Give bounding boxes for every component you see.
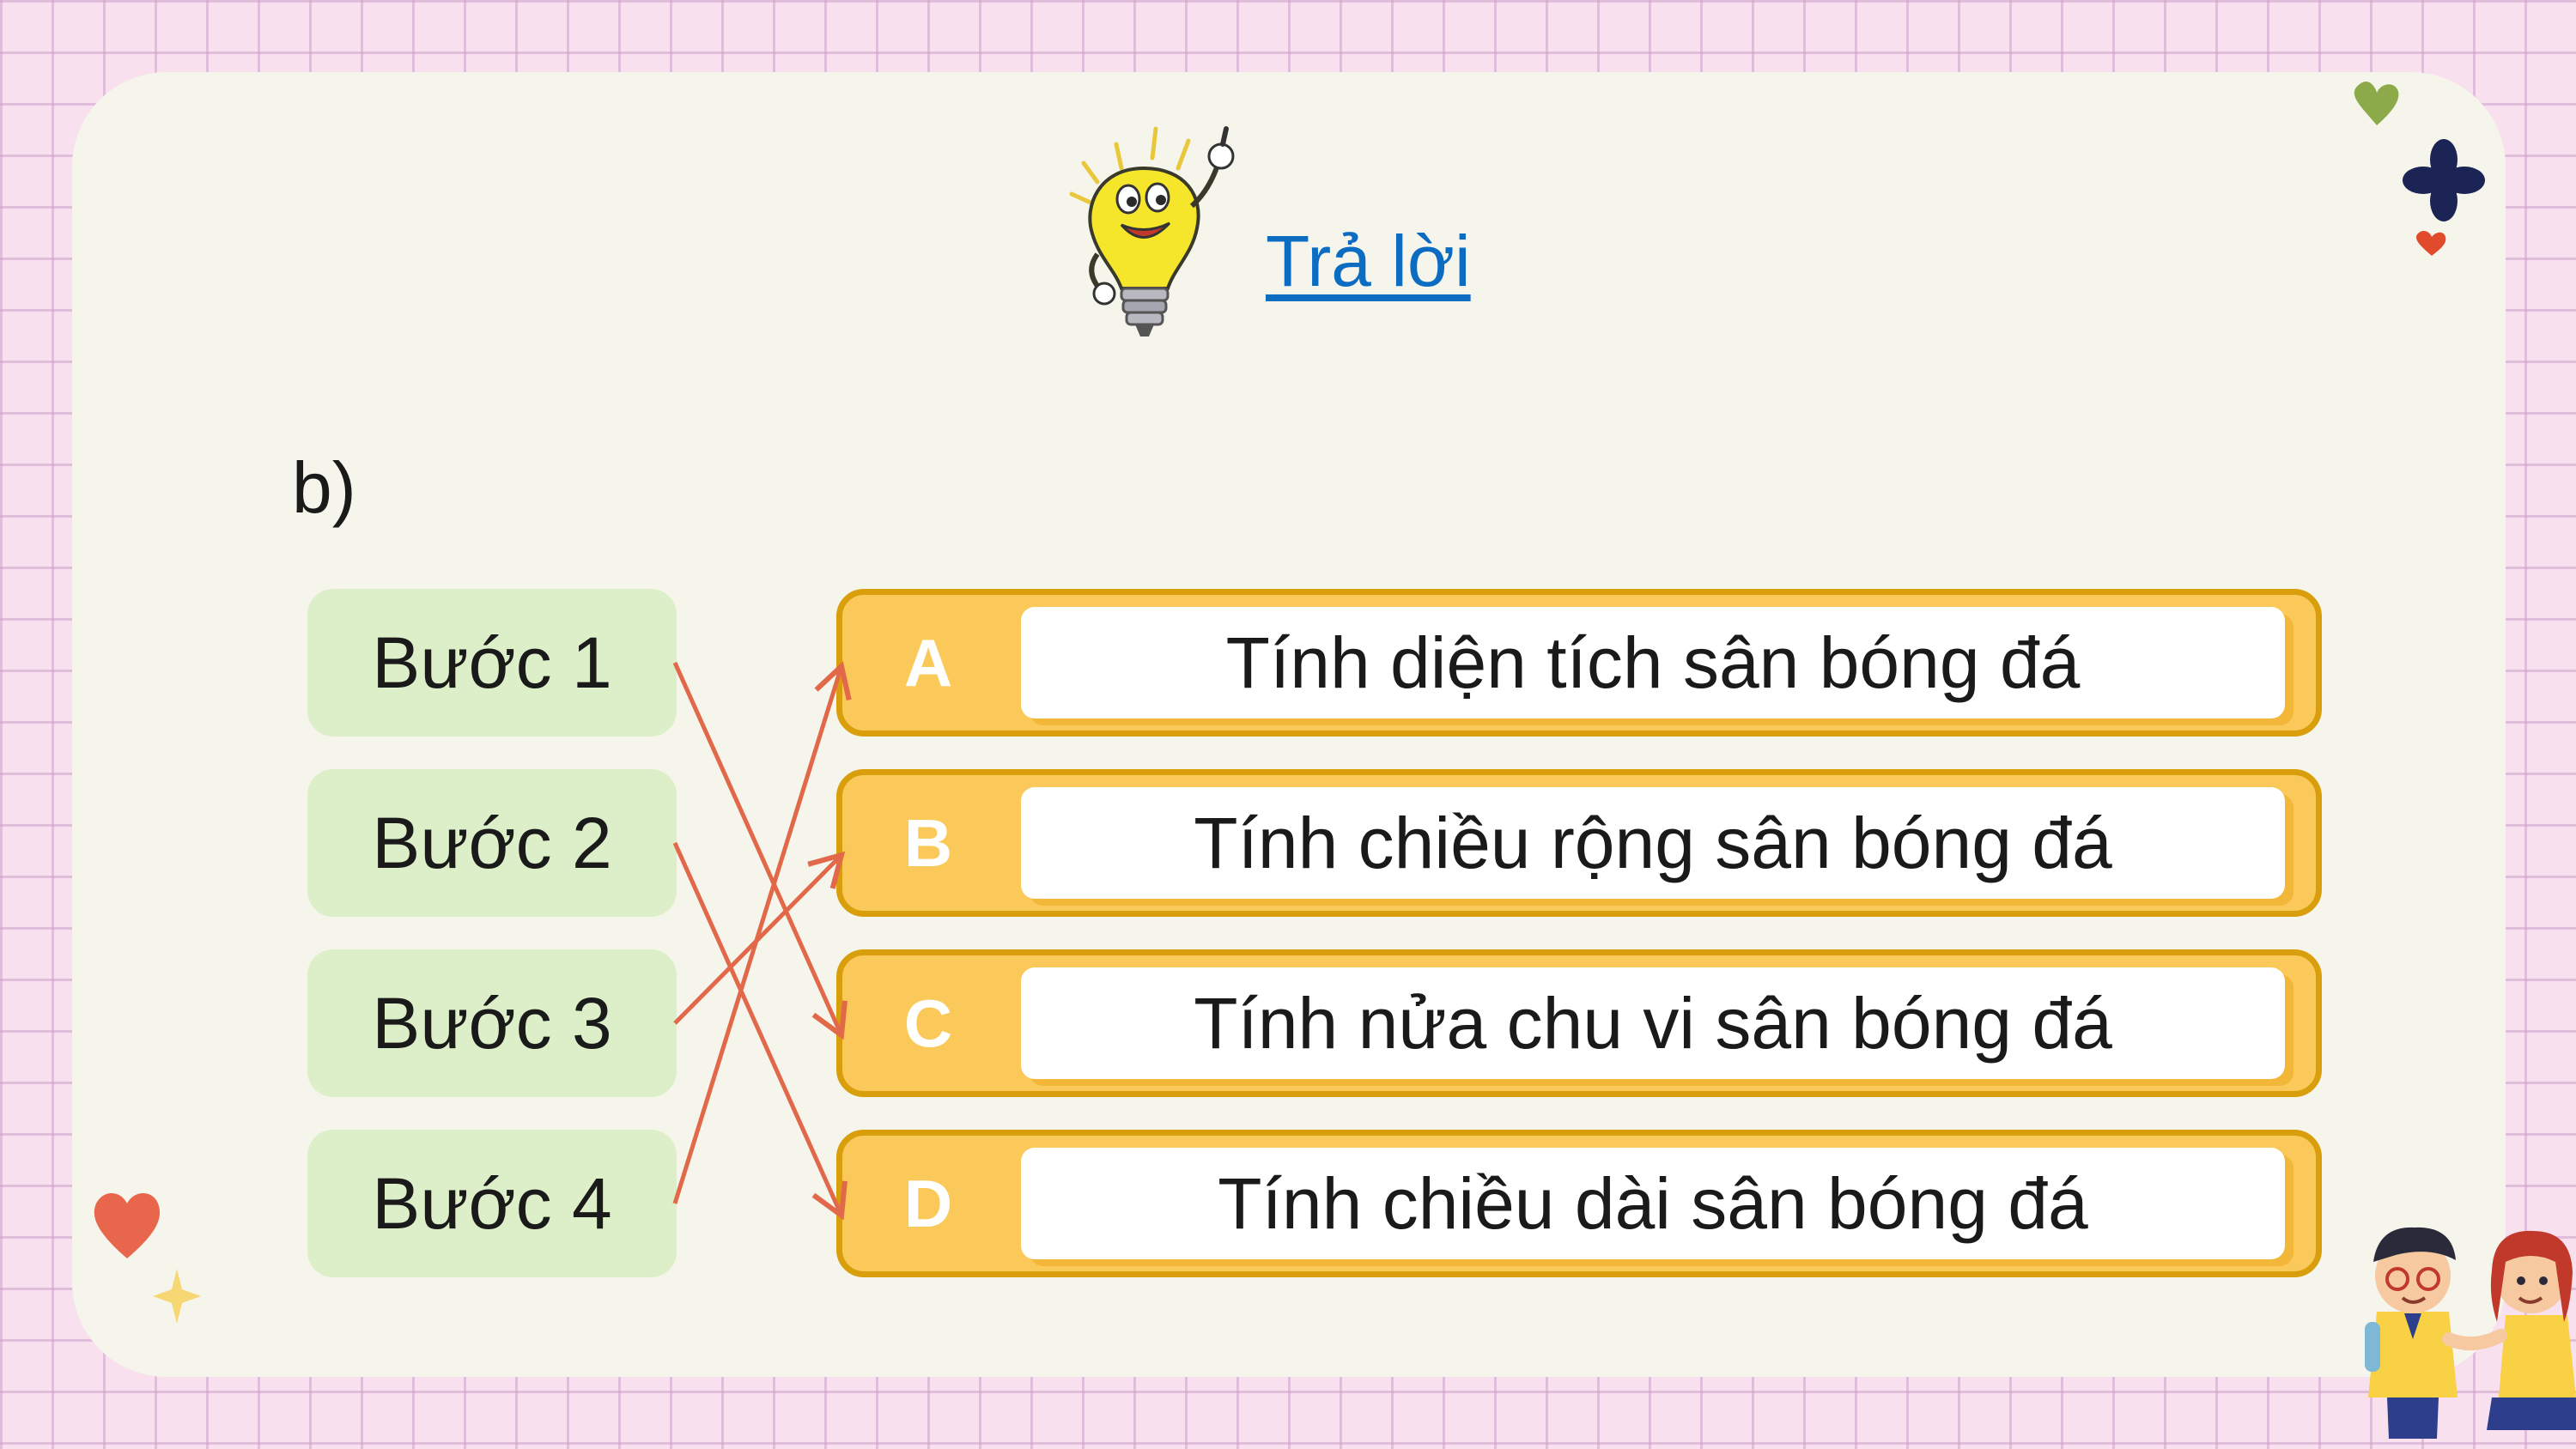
students-icon xyxy=(2365,1227,2576,1439)
leaf-heart-icon xyxy=(2354,82,2399,125)
option-c[interactable]: C Tính nửa chu vi sân bóng đá xyxy=(836,949,2322,1097)
answer-link[interactable]: Trả lời xyxy=(1266,221,1471,301)
step-box-2[interactable]: Bước 2 xyxy=(307,769,677,917)
sparkle-icon xyxy=(153,1269,201,1324)
match-arrow-2 xyxy=(672,841,848,1221)
option-text-c: Tính nửa chu vi sân bóng đá xyxy=(1021,967,2285,1079)
match-arrow-1 xyxy=(672,661,848,1040)
option-b[interactable]: B Tính chiều rộng sân bóng đá xyxy=(836,769,2322,917)
option-text-a: Tính diện tích sân bóng đá xyxy=(1021,607,2285,718)
option-letter-c: C xyxy=(903,985,953,1061)
step-box-1[interactable]: Bước 1 xyxy=(307,589,677,737)
option-d[interactable]: D Tính chiều dài sân bóng đá xyxy=(836,1130,2322,1277)
option-text-d: Tính chiều dài sân bóng đá xyxy=(1021,1148,2285,1259)
step-box-3[interactable]: Bước 3 xyxy=(307,949,677,1097)
match-arrow-4 xyxy=(672,661,852,1204)
lightbulb-mascot-icon xyxy=(1069,126,1235,336)
step-box-4[interactable]: Bước 4 xyxy=(307,1130,677,1277)
flower-icon xyxy=(2403,139,2485,221)
option-text-b: Tính chiều rộng sân bóng đá xyxy=(1021,787,2285,899)
option-letter-d: D xyxy=(903,1165,953,1241)
part-label: b) xyxy=(292,447,356,528)
option-a[interactable]: A Tính diện tích sân bóng đá xyxy=(836,589,2322,737)
option-letter-a: A xyxy=(903,624,953,700)
small-heart-icon xyxy=(2415,231,2446,256)
option-letter-b: B xyxy=(903,804,953,881)
heart-icon xyxy=(94,1193,161,1258)
